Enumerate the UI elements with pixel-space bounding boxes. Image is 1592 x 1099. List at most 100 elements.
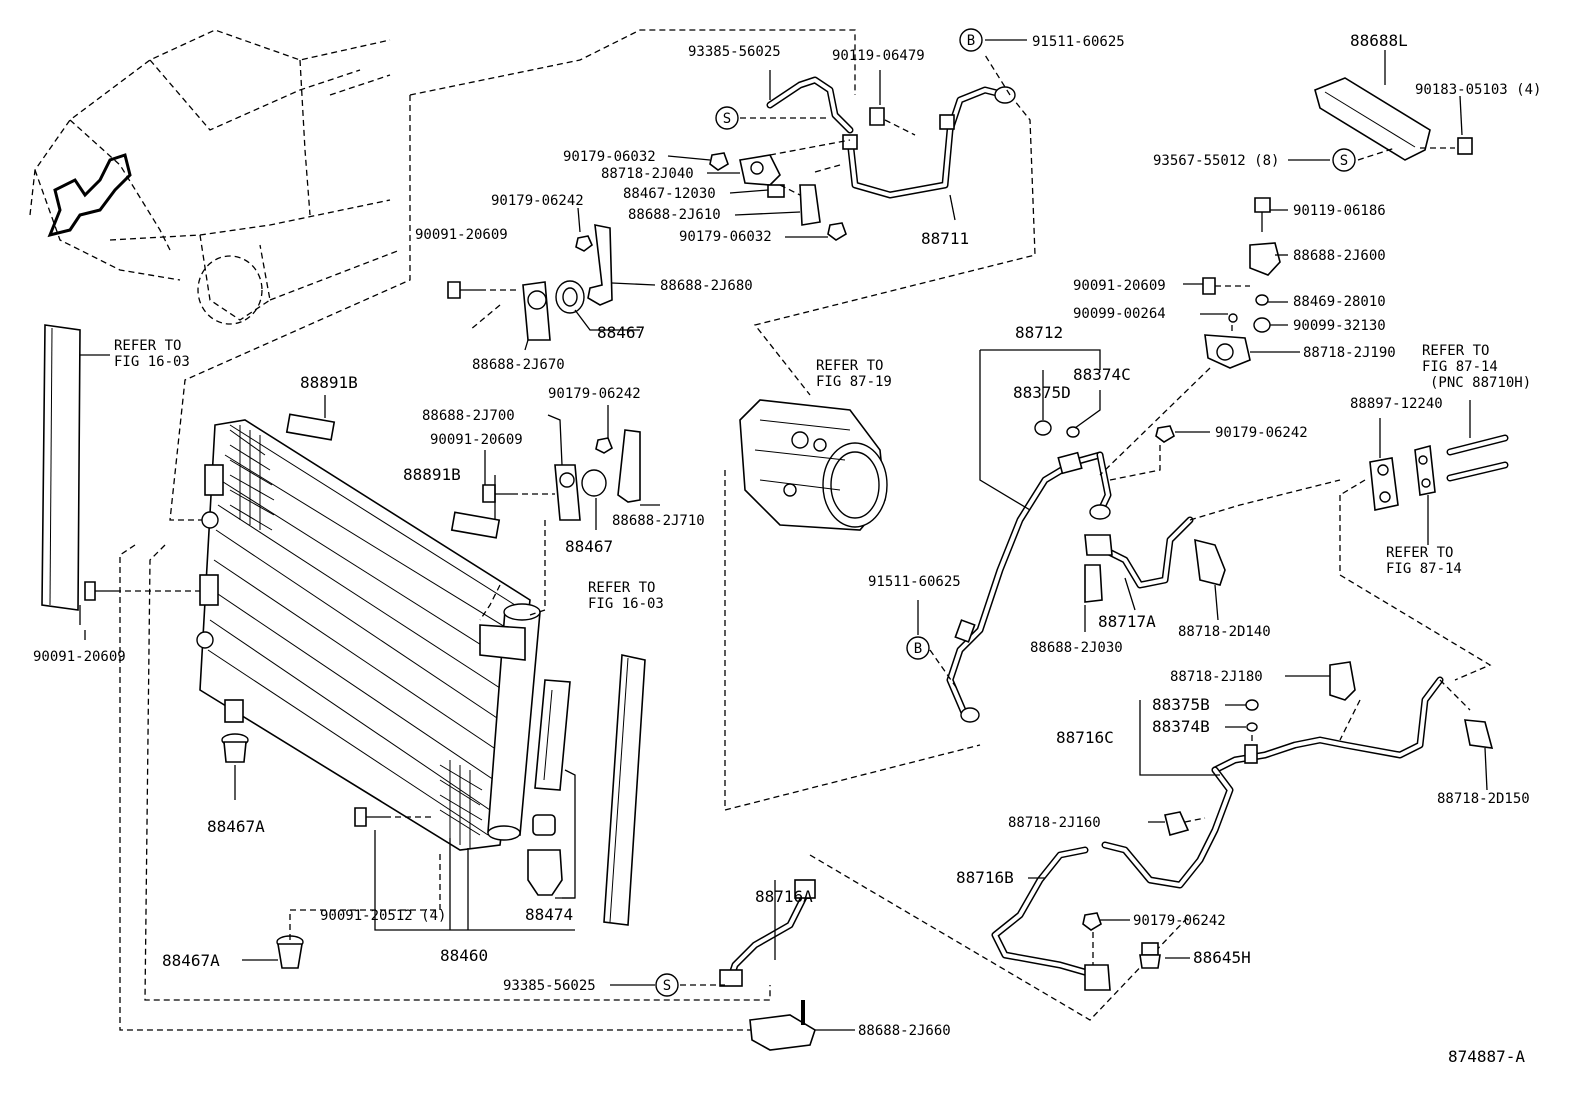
label-88712: 88712 bbox=[1015, 323, 1063, 342]
bolt-20609b bbox=[1202, 277, 1216, 295]
block-2J040 bbox=[739, 154, 781, 186]
label-90119-06479: 90119-06479 bbox=[832, 48, 925, 64]
pipe-88716A bbox=[719, 879, 816, 987]
oring-88375D bbox=[1034, 420, 1052, 436]
vehicle-outline bbox=[29, 29, 401, 325]
refer-notes: REFER TO FIG 16-03 REFER TO FIG 87-19 RE… bbox=[114, 338, 1531, 612]
marker-s-bottom: S bbox=[655, 973, 679, 997]
bracket-2J710 bbox=[617, 429, 641, 503]
clamp-2D140 bbox=[1194, 538, 1226, 586]
compressor bbox=[739, 399, 888, 531]
fin-hatch-right bbox=[439, 760, 483, 848]
valve-12030 bbox=[767, 184, 785, 198]
label-88374B: 88374B bbox=[1152, 717, 1210, 736]
label-90179-06242d: 90179-06242 bbox=[1133, 913, 1226, 929]
refer-87-19-line1: REFER TO bbox=[816, 358, 883, 374]
pipe-88717A bbox=[1084, 516, 1194, 589]
pipe-88710H bbox=[1446, 434, 1509, 482]
label-88716C: 88716C bbox=[1056, 728, 1114, 747]
label-88718-2J040: 88718-2J040 bbox=[601, 166, 694, 182]
label-90179-06032a: 90179-06032 bbox=[563, 149, 656, 165]
label-91511-top: 91511-60625 bbox=[1032, 34, 1125, 50]
refer-16-03-b-line1: REFER TO bbox=[588, 580, 655, 596]
label-88718-2D140: 88718-2D140 bbox=[1178, 624, 1271, 640]
label-88718-2D150: 88718-2D150 bbox=[1437, 791, 1530, 807]
label-88375D: 88375D bbox=[1013, 383, 1071, 402]
refer-87-19-line2: FIG 87-19 bbox=[816, 374, 892, 390]
label-88460: 88460 bbox=[440, 946, 488, 965]
clamp-2J160 bbox=[1164, 811, 1190, 836]
label-90179-06242c: 90179-06242 bbox=[548, 386, 641, 402]
label-88688-2J660: 88688-2J660 bbox=[858, 1023, 951, 1039]
gasket-88897 bbox=[1369, 457, 1399, 511]
label-88375B: 88375B bbox=[1152, 695, 1210, 714]
label-90091-20609c: 90091-20609 bbox=[430, 432, 523, 448]
bracket-2J030 bbox=[1084, 564, 1103, 603]
screw-00264 bbox=[1228, 313, 1238, 323]
cushion-mid bbox=[450, 511, 501, 539]
pipe-88716B bbox=[991, 846, 1111, 991]
label-88718-2J190: 88718-2J190 bbox=[1303, 345, 1396, 361]
label-88645H: 88645H bbox=[1193, 948, 1251, 967]
label-93385-bot: 93385-56025 bbox=[503, 978, 596, 994]
label-90091-20609d: 90091-20609 bbox=[33, 649, 126, 665]
nut-06032b bbox=[827, 222, 847, 241]
cushion-top bbox=[285, 413, 336, 441]
label-88897: 88897-12240 bbox=[1350, 396, 1443, 412]
plate-refer-87-14 bbox=[1414, 444, 1436, 496]
nut-06242a bbox=[575, 235, 593, 252]
label-88688-2J680: 88688-2J680 bbox=[660, 278, 753, 294]
cap-88374B bbox=[1246, 722, 1258, 732]
label-88467A-a: 88467A bbox=[207, 817, 265, 836]
discharge-hose-88711 bbox=[766, 76, 1016, 199]
label-88718-2J180: 88718-2J180 bbox=[1170, 669, 1263, 685]
svg-text:S: S bbox=[663, 978, 671, 994]
label-88474: 88474 bbox=[525, 905, 573, 924]
leader-lines bbox=[79, 39, 1488, 1031]
marker-b-bottom: B bbox=[906, 636, 930, 660]
label-90091-20609a: 90091-20609 bbox=[415, 227, 508, 243]
fin-hatch-left bbox=[229, 425, 275, 531]
label-88688-2J700: 88688-2J700 bbox=[422, 408, 515, 424]
label-88374C: 88374C bbox=[1073, 365, 1131, 384]
rubber-mount-upper bbox=[221, 733, 249, 763]
refer-87-14-a-line2: FIG 87-14 bbox=[1422, 359, 1498, 375]
clamp-2J180 bbox=[1329, 661, 1356, 701]
label-88467A-b: 88467A bbox=[162, 951, 220, 970]
label-88688-2J030: 88688-2J030 bbox=[1030, 640, 1123, 656]
refer-16-03-b-line2: FIG 16-03 bbox=[588, 596, 664, 612]
right-seal-strip bbox=[603, 654, 646, 926]
label-90183: 90183-05103 (4) bbox=[1415, 82, 1541, 98]
label-88688-2J610: 88688-2J610 bbox=[628, 207, 721, 223]
clip-05103 bbox=[1457, 137, 1473, 155]
label-90179-06242a: 90179-06242 bbox=[491, 193, 584, 209]
bracket-88688L bbox=[1314, 77, 1431, 161]
label-88688-2J710: 88688-2J710 bbox=[612, 513, 705, 529]
label-88688-2J600: 88688-2J600 bbox=[1293, 248, 1386, 264]
bolt-06479 bbox=[869, 107, 885, 126]
receiver-drier bbox=[479, 603, 541, 841]
condenser-core bbox=[196, 419, 531, 851]
label-91511-bot: 91511-60625 bbox=[868, 574, 961, 590]
bracket-2J600 bbox=[1249, 242, 1281, 276]
label-88717A: 88717A bbox=[1098, 612, 1156, 631]
refer-16-03-a-line1: REFER TO bbox=[114, 338, 181, 354]
marker-s-top: S bbox=[715, 106, 739, 130]
label-88688-2J670: 88688-2J670 bbox=[472, 357, 565, 373]
svg-text:S: S bbox=[723, 111, 731, 127]
bolt-06186 bbox=[1254, 197, 1271, 232]
nut-06242c bbox=[595, 437, 613, 454]
suction-hose-88712 bbox=[946, 451, 1112, 723]
marker-s-right: S bbox=[1332, 148, 1356, 172]
label-88467a: 88467 bbox=[597, 323, 645, 342]
refer-16-03-a-line2: FIG 16-03 bbox=[114, 354, 190, 370]
label-90091-20609b: 90091-20609 bbox=[1073, 278, 1166, 294]
svg-text:B: B bbox=[967, 33, 975, 49]
label-90091-20512: 90091-20512 (4) bbox=[320, 908, 446, 924]
label-88716A: 88716A bbox=[755, 887, 813, 906]
nut-06242b bbox=[1155, 425, 1175, 443]
marker-b-top: B bbox=[959, 28, 983, 52]
label-88469: 88469-28010 bbox=[1293, 294, 1386, 310]
